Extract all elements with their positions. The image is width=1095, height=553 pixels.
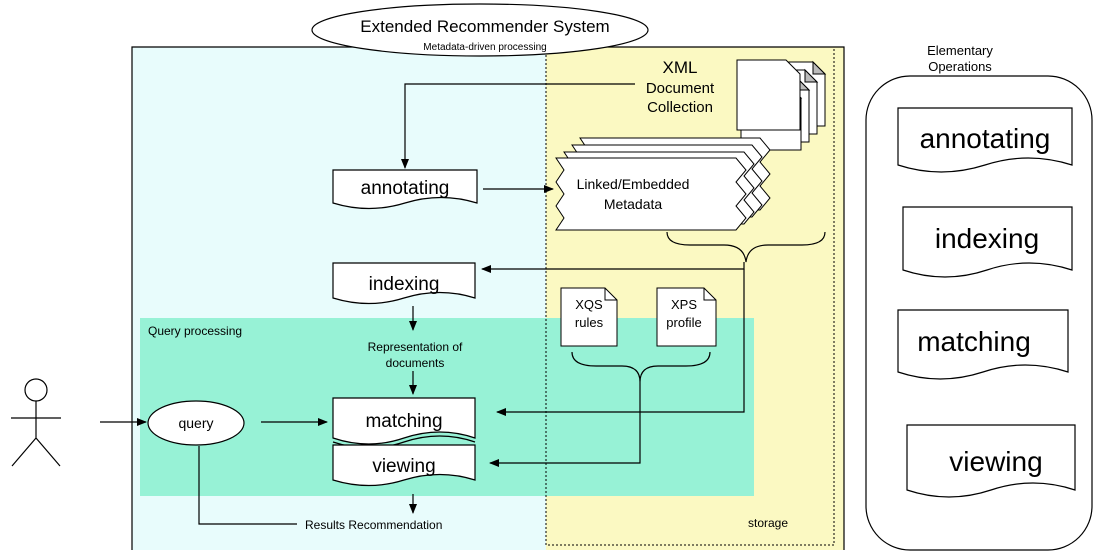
matching-label: matching xyxy=(365,411,442,432)
xqs-label: XQS xyxy=(575,297,603,312)
indexing-step xyxy=(332,262,476,305)
title-ellipse xyxy=(311,3,649,57)
matching-step xyxy=(332,397,476,445)
profile-label: profile xyxy=(666,315,701,330)
storage-dashed-border xyxy=(545,47,835,546)
results-return-line xyxy=(198,446,297,525)
annotating-step xyxy=(332,169,478,210)
query-label: query xyxy=(178,415,213,431)
query-ellipse xyxy=(147,400,245,446)
elementary-viewing-label: viewing xyxy=(949,446,1042,477)
elementary-title-line2: Operations xyxy=(928,59,992,74)
metadata-label-line2: Metadata xyxy=(604,196,663,212)
xps-label: XPS xyxy=(671,297,697,312)
metadata-stack-icon xyxy=(555,137,771,231)
collection-label: Collection xyxy=(647,99,713,116)
indexing-label: indexing xyxy=(369,274,440,295)
metadata-brace xyxy=(666,231,826,263)
results-label: Results Recommendation xyxy=(305,518,442,532)
elementary-viewing-shape xyxy=(906,424,1076,498)
viewing-label: viewing xyxy=(372,456,435,477)
arrow-rules-to-viewing xyxy=(489,382,641,467)
arrow-metadata-to-matching xyxy=(496,269,745,416)
representation-label-line1: Representation of xyxy=(368,340,463,354)
elementary-matching-label: matching xyxy=(917,326,1031,357)
elementary-indexing-label: indexing xyxy=(935,223,1039,254)
system-title: Extended Recommender System xyxy=(360,17,609,36)
xqs-rules-doc xyxy=(560,287,618,347)
xps-profile-doc xyxy=(656,287,717,347)
metadata-label-line1: Linked/Embedded xyxy=(577,176,690,192)
xml-label: XML xyxy=(663,58,698,77)
arrow-xml-to-annotating xyxy=(401,83,635,169)
elementary-annotating-label: annotating xyxy=(920,123,1051,154)
elementary-matching-shape xyxy=(897,309,1069,380)
viewing-step xyxy=(332,444,476,487)
rules-label: rules xyxy=(575,315,604,330)
document-label: Document xyxy=(646,80,715,97)
query-processing-label: Query processing xyxy=(148,324,242,338)
xml-document-stack-icon xyxy=(736,59,827,151)
elementary-annotating-shape xyxy=(897,107,1073,173)
elementary-indexing-shape xyxy=(902,206,1073,278)
system-subtitle: Metadata-driven processing xyxy=(423,42,546,53)
annotating-label: annotating xyxy=(361,178,450,199)
storage-label: storage xyxy=(748,516,788,530)
user-actor-icon xyxy=(11,378,61,467)
elementary-title-line1: Elementary xyxy=(927,43,993,58)
representation-label-line2: documents xyxy=(386,356,445,370)
